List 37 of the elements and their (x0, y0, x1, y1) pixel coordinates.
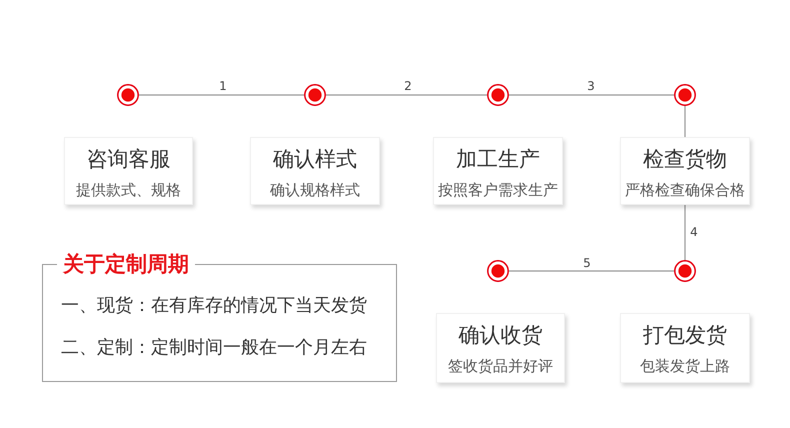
step-title: 检查货物 (643, 146, 727, 172)
step-title: 确认样式 (273, 146, 357, 172)
step-card (64, 137, 193, 205)
edge-label: 4 (688, 225, 700, 239)
edge-label: 2 (402, 79, 414, 93)
step-card (250, 137, 380, 205)
edge-label: 1 (217, 79, 229, 93)
ring-dot-icon (487, 260, 509, 282)
connector-line (509, 270, 674, 272)
edge-label: 3 (585, 79, 597, 93)
step-card (620, 137, 750, 205)
step-title: 加工生产 (456, 146, 540, 172)
edge-label: 5 (581, 256, 593, 270)
note-text: 一、现货：在有库存的情况下当天发货 (61, 294, 367, 318)
step-card (620, 313, 750, 383)
connector-line (684, 106, 686, 137)
step-card (433, 137, 563, 205)
ring-dot-icon (674, 84, 696, 106)
step-title: 打包发货 (643, 322, 727, 348)
ring-dot-icon (674, 260, 696, 282)
step-description: 严格检查确保合格 (625, 180, 745, 200)
ring-dot-icon (487, 84, 509, 106)
ring-dot-icon (304, 84, 326, 106)
connector-line (509, 94, 674, 96)
step-description: 确认规格样式 (270, 180, 360, 200)
connector-line (326, 94, 487, 96)
step-description: 包装发货上路 (640, 356, 730, 376)
step-description: 签收货品并好评 (448, 356, 553, 376)
ring-dot-icon (117, 84, 139, 106)
step-description: 提供款式、规格 (76, 180, 181, 200)
step-description: 按照客户需求生产 (438, 180, 558, 200)
step-title: 确认收货 (458, 322, 542, 348)
note-text: 二、定制：定制时间一般在一个月左右 (61, 336, 367, 360)
connector-line (684, 205, 686, 260)
step-title: 咨询客服 (86, 146, 170, 172)
step-card (436, 313, 565, 383)
connector-line (139, 94, 304, 96)
